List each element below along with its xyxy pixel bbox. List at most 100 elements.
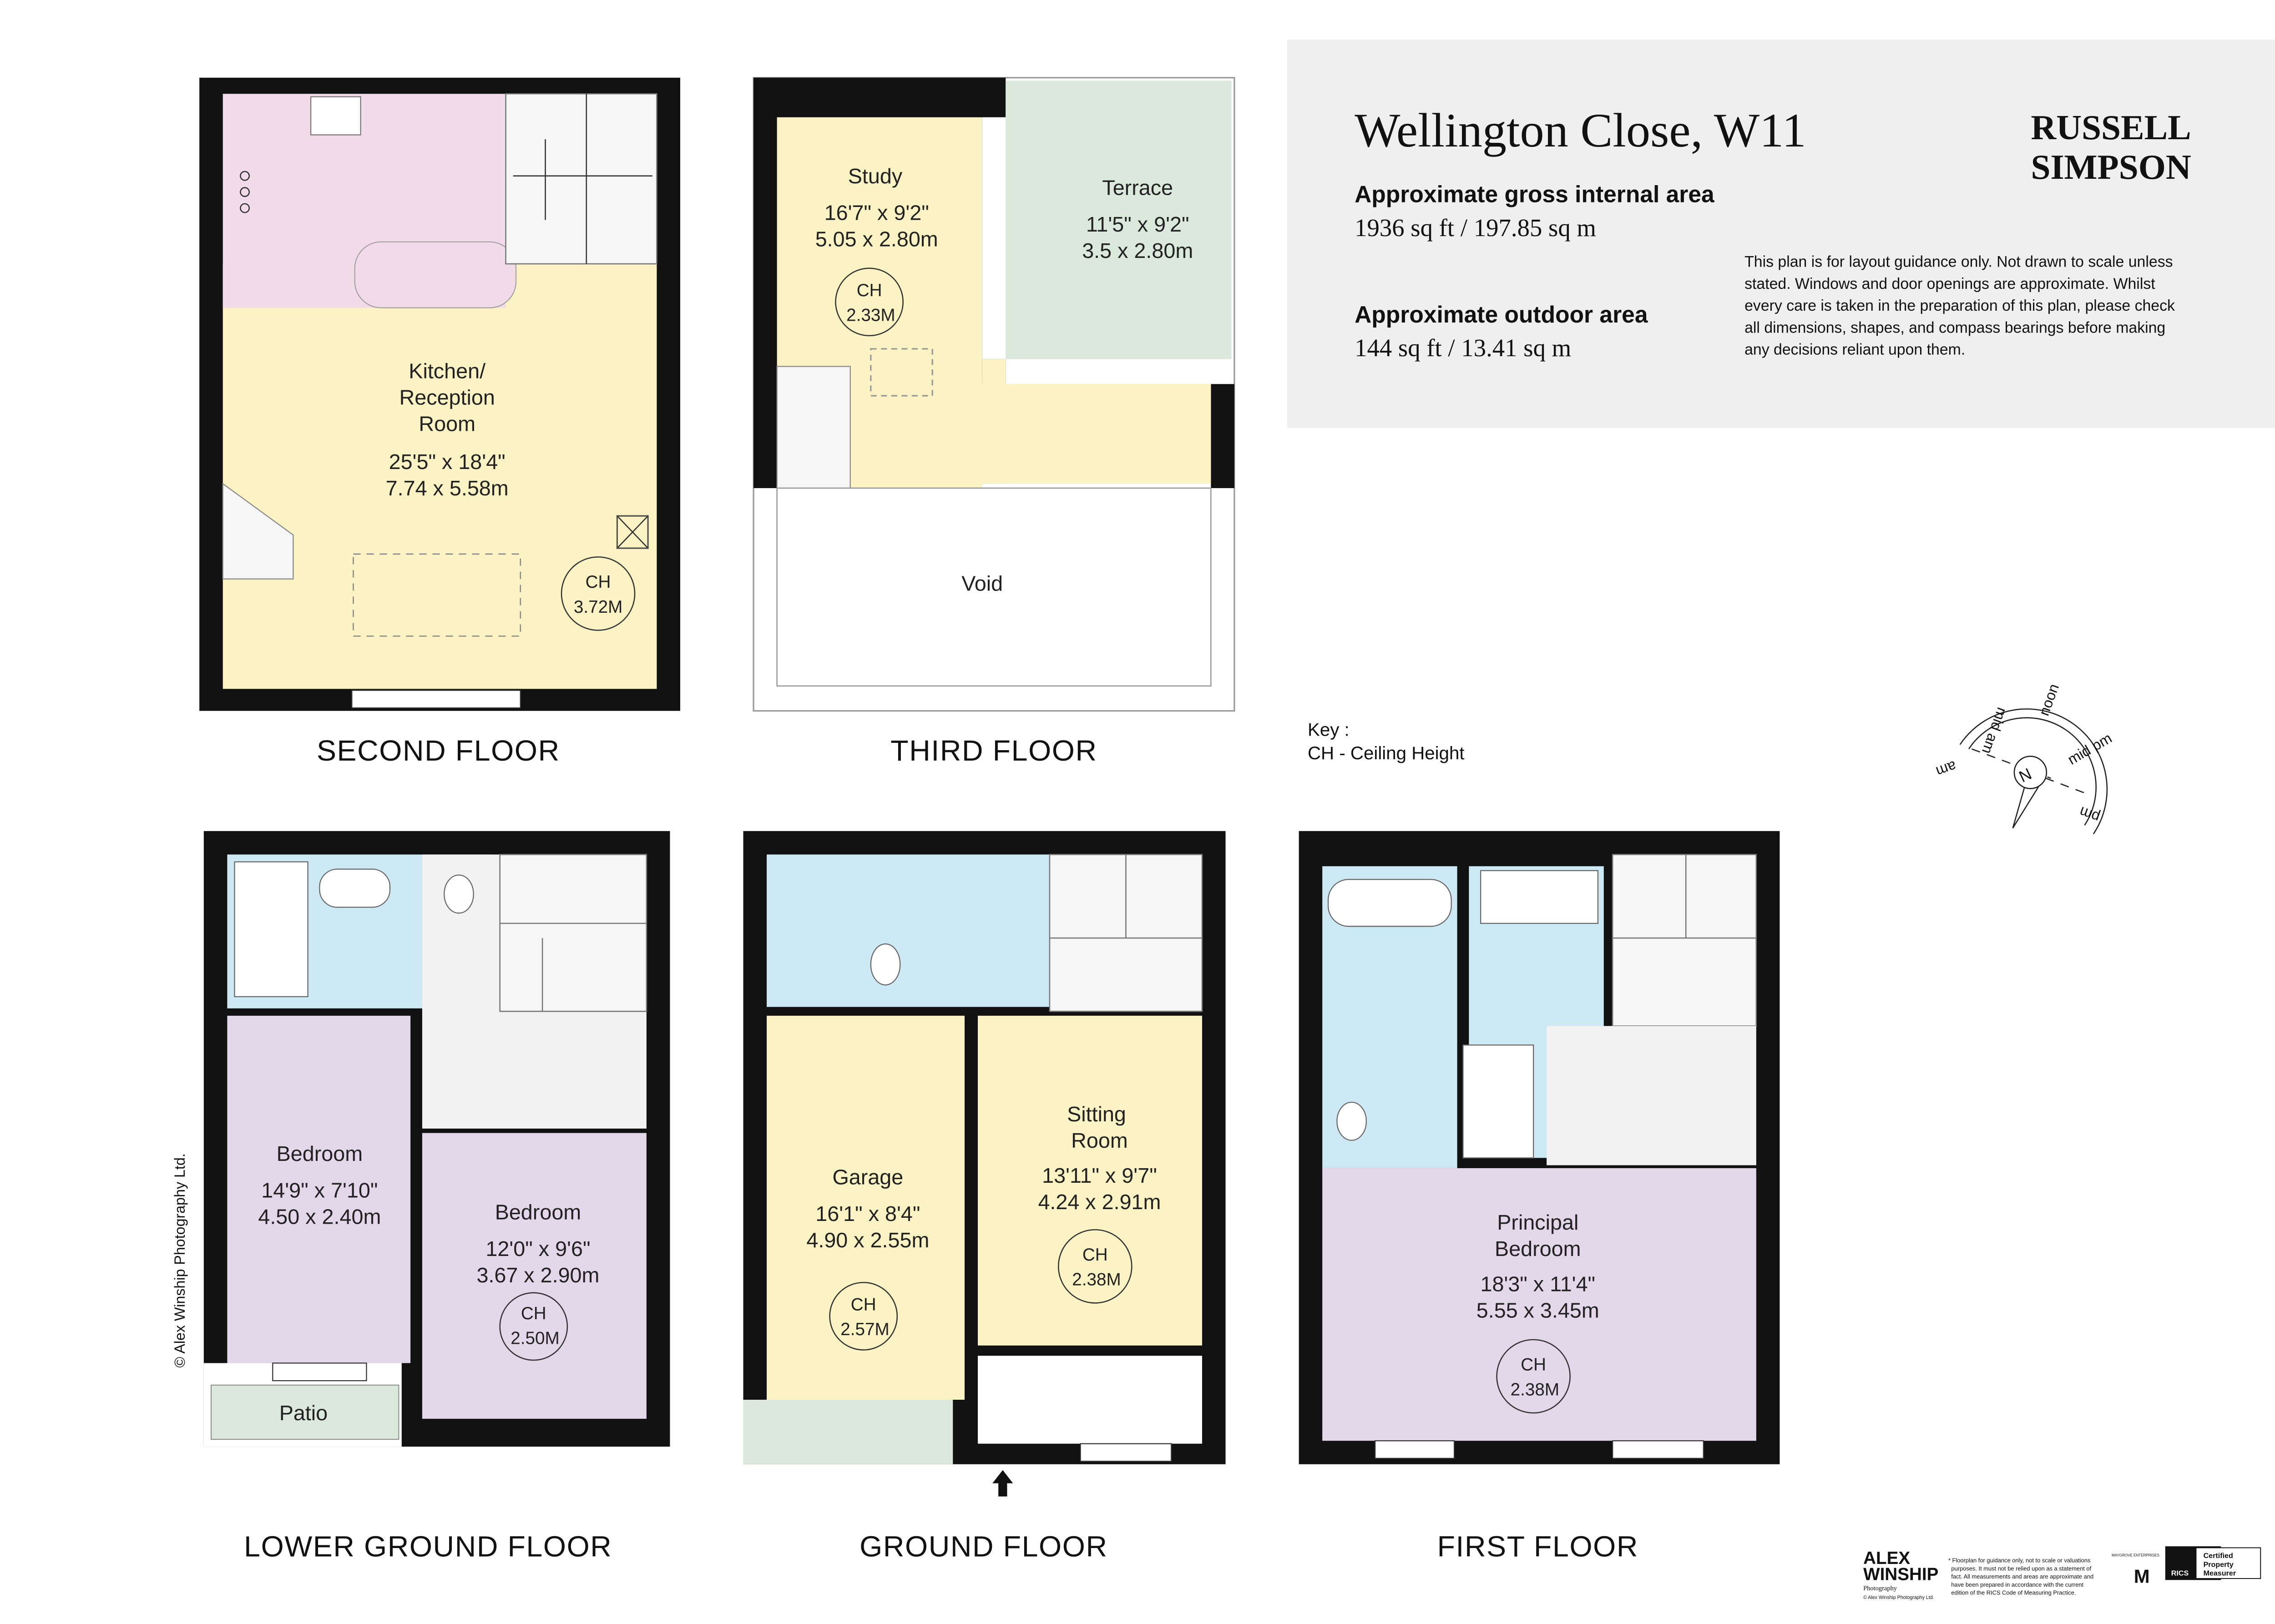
bathtub-icon [1327,879,1452,927]
kitchen-island [354,241,517,308]
staircase [499,854,647,1012]
room-name: Sitting [1067,1102,1126,1126]
patio-area [210,1384,399,1440]
room-dimensions-metric: 3.5 x 2.80m [1082,239,1193,262]
note-line: purposes. It must not be relied upon as … [1951,1565,2091,1572]
disclaimer: This plan is for layout guidance only. N… [1744,253,2175,358]
cert-label: Property [2204,1560,2234,1569]
ceiling-height-badge [499,1292,568,1361]
third-floor-plan: Study 16'7" x 9'2" 5.05 x 2.80m CH 2.33M… [753,77,1235,767]
room-name: Terrace [1102,176,1173,200]
skylight-outline [870,348,933,397]
void-area [776,487,1212,687]
ch-value: 3.72M [574,597,622,617]
ch-label: CH [851,1295,876,1314]
sink-icon [310,96,361,136]
info-panel: Wellington Close, W11 RUSSELL SIMPSON Ap… [1287,40,2275,428]
vent-icon [616,515,649,549]
terrace-area [1006,81,1232,359]
room-name: Room [419,412,475,435]
room-dimensions-imperial: 25'5" x 18'4" [389,450,506,474]
cert-label: Certified [2204,1552,2233,1560]
room-name: Bedroom [495,1200,581,1224]
window [1080,1443,1172,1462]
principal-bedroom-area [1322,1168,1756,1441]
window [1375,1440,1455,1459]
sitting-room-area [978,1015,1202,1346]
ch-label: CH [521,1304,546,1323]
measurement-note: * Floorplan for guidance only, not to sc… [1948,1557,2093,1596]
compass-icon: N am mid am noon mid pm pm [1934,681,2115,835]
brand-logo: SIMPSON [2031,147,2191,187]
staircase [1049,854,1203,1012]
ground-floor-plan: Garage 16'1" x 8'4" 4.90 x 2.55m CH 2.57… [743,831,1226,1563]
ch-label: CH [857,281,882,300]
gross-area-value: 1936 sq ft / 197.85 sq m [1355,214,1596,242]
room-dimensions-imperial: 13'11" x 9'7" [1042,1164,1157,1187]
floor-title: LOWER GROUND FLOOR [244,1530,612,1563]
floor-title: GROUND FLOOR [859,1530,1107,1563]
copyright-text: © Alex Winship Photography Ltd. [172,1153,188,1367]
room-name: Garage [832,1165,903,1189]
ceiling-height-badge [1057,1229,1132,1304]
property-title: Wellington Close, W11 [1355,103,1806,157]
room-dimensions-metric: 7.74 x 5.58m [386,476,509,500]
floor-title: SECOND FLOOR [317,734,560,767]
compass-label: mid am [1979,706,2011,757]
rics-label: RICS [2171,1569,2189,1578]
compass-label: noon [2036,681,2062,718]
staircase [1612,854,1757,1027]
ch-value: 2.33M [846,306,895,325]
room-dimensions-metric: 4.24 x 2.91m [1038,1190,1161,1214]
ch-label: CH [586,572,611,592]
room-name: Bedroom [1495,1237,1581,1261]
room-dimensions-metric: 4.50 x 2.40m [258,1205,381,1228]
footer-logos: ALEX WINSHIP Photography © Alex Winship … [1863,1546,2261,1600]
note-line: edition of the RICS Code of Measuring Pr… [1951,1589,2076,1596]
shower-icon [1480,870,1599,924]
bathtub-icon [319,868,391,908]
lower-ground-floor-plan: Bedroom 14'9" x 7'10" 4.50 x 2.40m Bedro… [203,831,670,1563]
toilet-icon [444,874,474,914]
front-garden [743,1399,953,1464]
compass-label: am [1934,758,1958,780]
shower-icon [234,861,308,998]
disclaimer-line: stated. Windows and door openings are ap… [1744,275,2155,293]
disclaimer-line: This plan is for layout guidance only. N… [1744,253,2173,270]
shower-icon [1462,1044,1534,1159]
room-dimensions-imperial: 16'7" x 9'2" [824,201,929,224]
ch-value: 2.38M [1072,1270,1121,1290]
void-label: Void [961,571,1003,595]
brand-logo: RUSSELL [2031,108,2191,147]
note-line: * Floorplan for guidance only, not to sc… [1948,1557,2091,1564]
landing-area [1547,1026,1756,1165]
toilet-icon [1336,1101,1367,1141]
disclaimer-line: any decisions reliant upon them. [1744,341,1965,358]
skylight-outline [353,553,521,637]
ceiling-height-badge [835,267,904,337]
disclaimer-line: all dimensions, shapes, and compass bear… [1744,319,2165,336]
alex-winship-logo: WINSHIP [1863,1564,1938,1584]
maygrove-m-icon: M [2134,1566,2150,1587]
outdoor-area-value: 144 sq ft / 13.41 sq m [1355,334,1571,362]
room-dimensions-imperial: 18'3" x 11'4" [1480,1272,1595,1296]
window [351,690,521,709]
room-dimensions-imperial: 12'0" x 9'6" [485,1237,590,1261]
garage-area [767,1015,965,1400]
room-dimensions-imperial: 16'1" x 8'4" [815,1202,920,1226]
ch-value: 2.57M [840,1320,889,1339]
second-floor-plan: Kitchen/ Reception Room 25'5" x 18'4" 7.… [199,77,680,767]
bedroom-area [227,1015,411,1363]
alex-winship-logo: Photography [1863,1585,1897,1592]
entrance-hall [978,1356,1202,1444]
ch-value: 2.50M [511,1329,559,1348]
room-dimensions-metric: 5.55 x 3.45m [1476,1299,1599,1322]
room-name: Room [1071,1129,1128,1152]
ceiling-height-badge [1496,1339,1571,1414]
note-line: have been prepared in accordance with th… [1951,1581,2083,1588]
room-dimensions-imperial: 14'9" x 7'10" [261,1178,378,1202]
key-title: Key : [1308,719,1350,740]
key-legend: Key : CH - Ceiling Height [1308,719,1465,763]
gross-area-label: Approximate gross internal area [1355,181,1714,207]
room-name: Principal [1497,1210,1578,1234]
